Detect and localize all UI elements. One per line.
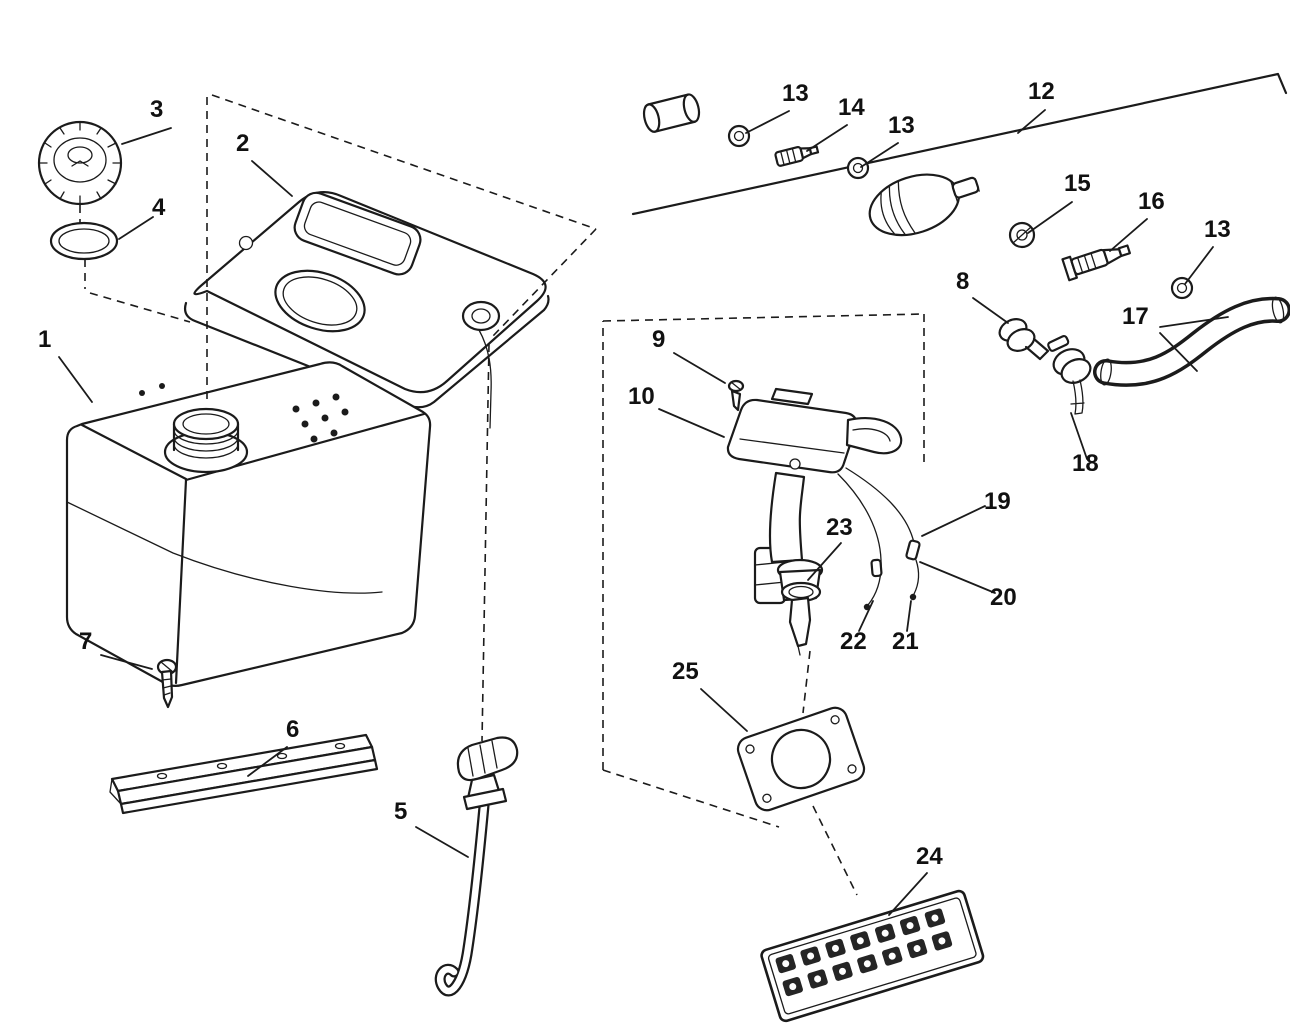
callout-13a: 13: [782, 80, 809, 107]
callout-2: 2: [236, 130, 250, 157]
mounting-plate: [760, 889, 985, 1023]
callout-17: 17: [1122, 303, 1149, 330]
callout-6: 6: [286, 716, 300, 743]
callout-23: 23: [826, 514, 853, 541]
barb-fitting-small: [774, 145, 820, 167]
spacer-sleeve: [642, 93, 701, 133]
hose-clamp-3: [1170, 276, 1194, 300]
hose-clamp-2: [846, 156, 870, 180]
tank-lid: [183, 191, 550, 429]
mounting-screw: [156, 658, 178, 709]
callout-14: 14: [838, 94, 865, 121]
callout-16: 16: [1138, 188, 1165, 215]
callout-19: 19: [984, 488, 1011, 515]
callout-1: 1: [38, 326, 52, 353]
callout-24: 24: [916, 843, 943, 870]
callout-12: 12: [1028, 78, 1055, 105]
callout-15: 15: [1064, 170, 1091, 197]
leader-lines: [58, 109, 1229, 916]
callout-22: 22: [840, 628, 867, 655]
callout-7: 7: [79, 628, 93, 655]
filler-cap: [37, 120, 123, 206]
clamp-screw-disc: [1008, 221, 1036, 249]
oil-tank: [65, 361, 432, 687]
callout-4: 4: [152, 194, 166, 221]
mounting-rail: [109, 733, 379, 815]
connector-fitting: [1047, 335, 1092, 415]
callout-18: 18: [1072, 450, 1099, 477]
fuel-connector-body: [868, 173, 980, 237]
hose-clamp-1: [727, 124, 751, 148]
callout-13c: 13: [1204, 216, 1231, 243]
callout-3: 3: [150, 96, 164, 123]
elbow-fitting: [998, 318, 1050, 361]
alignment-dashes: [79, 94, 925, 896]
pickup-tube: [434, 736, 519, 997]
callout-9: 9: [652, 326, 666, 353]
oil-pump-assembly: [726, 387, 921, 656]
sensor-wires: [837, 467, 921, 611]
gasket-plate: [736, 706, 866, 812]
callout-21: 21: [892, 628, 919, 655]
callout-10: 10: [628, 383, 655, 410]
callout-20: 20: [990, 584, 1017, 611]
cap-gasket: [49, 221, 119, 261]
barb-fitting-threaded: [1061, 244, 1131, 282]
pump-screw: [727, 379, 745, 412]
oil-hose: [1093, 296, 1290, 387]
callout-13b: 13: [888, 112, 915, 139]
callout-25: 25: [672, 658, 699, 685]
callout-5: 5: [394, 798, 408, 825]
callout-8: 8: [956, 268, 970, 295]
